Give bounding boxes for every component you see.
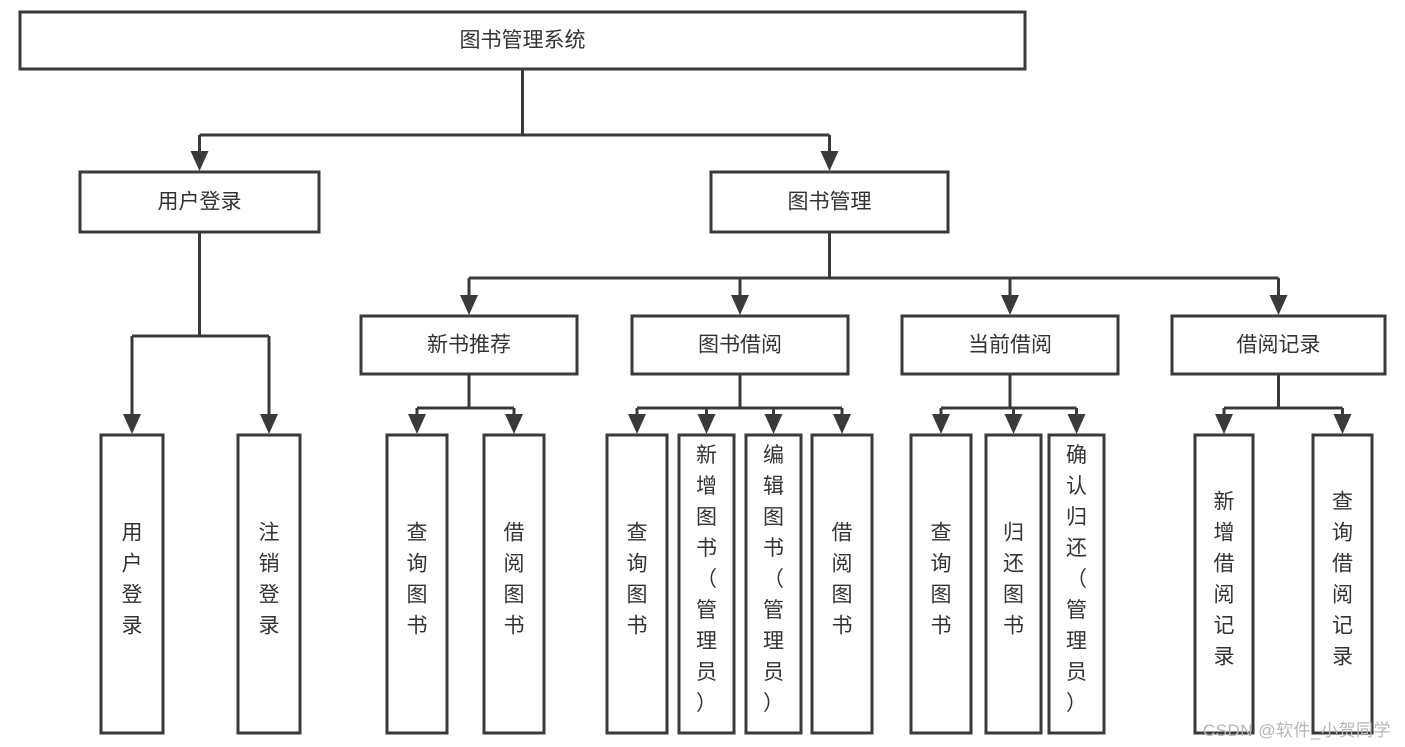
node-leaf-logout[interactable]: 注销登录	[236, 433, 302, 735]
node-leaf-edit-book-admin[interactable]: 编辑图书（管理员）	[744, 433, 803, 735]
node-box-book-management	[709, 170, 950, 234]
node-label-leaf-return-book: 归还图书	[1003, 522, 1024, 638]
arrow-head-new-book-recommend-0	[408, 414, 426, 434]
node-layer: 图书管理系统用户登录图书管理新书推荐图书借阅当前借阅借阅记录用户登录注销登录查询…	[18, 10, 1387, 735]
node-box-book-borrow	[630, 314, 850, 376]
arrow-head-current-borrow-1	[1004, 414, 1023, 434]
node-label-leaf-user-login: 用户登录	[122, 522, 143, 638]
node-box-current-borrow	[900, 314, 1120, 376]
node-book-management[interactable]: 图书管理	[709, 170, 950, 234]
connector-layer	[123, 69, 1352, 434]
node-label-leaf-query-book-current: 查询图书	[931, 522, 952, 638]
node-box-new-book-recommend	[359, 314, 579, 376]
node-label-leaf-confirm-return-admin: 确认归还（管理员）	[1066, 444, 1087, 715]
node-leaf-query-book-current[interactable]: 查询图书	[909, 433, 973, 735]
node-label-current-borrow: 当前借阅	[968, 334, 1052, 357]
node-label-leaf-add-borrow-record: 新增借阅记录	[1214, 491, 1235, 669]
arrow-head-current-borrow-0	[932, 414, 950, 434]
arrow-head-new-book-recommend-1	[505, 414, 523, 434]
node-leaf-confirm-return-admin[interactable]: 确认归还（管理员）	[1047, 433, 1106, 735]
node-box-leaf-query-book-borrow	[605, 433, 669, 735]
node-box-leaf-query-book-current	[909, 433, 973, 735]
node-leaf-borrow-book-recommend[interactable]: 借阅图书	[482, 433, 546, 735]
node-root-system[interactable]: 图书管理系统	[18, 10, 1027, 71]
node-label-leaf-borrow-book-recommend: 借阅图书	[504, 522, 525, 638]
arrow-head-bookmgmt-1	[731, 295, 749, 315]
node-box-leaf-user-login	[99, 433, 165, 735]
watermark-text: CSDN @软件_小贺同学	[1202, 721, 1391, 740]
node-leaf-return-book[interactable]: 归还图书	[984, 433, 1043, 735]
node-box-leaf-return-book	[984, 433, 1043, 735]
node-current-borrow[interactable]: 当前借阅	[900, 314, 1120, 376]
arrow-head-bookmgmt-0	[460, 295, 478, 315]
node-box-leaf-borrow-book-recommend	[482, 433, 546, 735]
node-leaf-query-book-recommend[interactable]: 查询图书	[385, 433, 449, 735]
arrow-head-book-borrow-0	[628, 414, 646, 434]
arrow-head-book-borrow-1	[697, 414, 716, 434]
node-new-book-recommend[interactable]: 新书推荐	[359, 314, 579, 376]
node-label-leaf-query-borrow-record: 查询借阅记录	[1332, 491, 1353, 669]
node-book-borrow[interactable]: 图书借阅	[630, 314, 850, 376]
node-leaf-add-borrow-record[interactable]: 新增借阅记录	[1193, 433, 1255, 735]
node-label-user-login: 用户登录	[158, 191, 242, 214]
node-leaf-user-login[interactable]: 用户登录	[99, 433, 165, 735]
arrow-head-root-1	[820, 151, 839, 171]
node-label-book-borrow: 图书借阅	[698, 334, 782, 357]
node-box-borrow-record	[1170, 314, 1387, 376]
node-label-leaf-edit-book-admin: 编辑图书（管理员）	[763, 444, 784, 715]
node-box-leaf-logout	[236, 433, 302, 735]
arrow-head-user-login-0	[123, 414, 141, 434]
arrow-head-root-0	[190, 151, 209, 171]
node-box-leaf-confirm-return-admin	[1047, 433, 1106, 735]
node-box-leaf-add-borrow-record	[1193, 433, 1255, 735]
node-label-leaf-logout: 注销登录	[259, 522, 280, 638]
node-leaf-borrow-book-borrow[interactable]: 借阅图书	[810, 433, 874, 735]
node-label-borrow-record: 借阅记录	[1237, 334, 1321, 357]
node-box-leaf-borrow-book-borrow	[810, 433, 874, 735]
arrow-head-user-login-1	[260, 414, 278, 434]
node-borrow-record[interactable]: 借阅记录	[1170, 314, 1387, 376]
node-user-login[interactable]: 用户登录	[78, 170, 321, 234]
node-leaf-query-book-borrow[interactable]: 查询图书	[605, 433, 669, 735]
arrow-head-book-borrow-3	[833, 414, 851, 434]
node-leaf-query-borrow-record[interactable]: 查询借阅记录	[1311, 433, 1374, 735]
node-box-leaf-edit-book-admin	[744, 433, 803, 735]
node-label-leaf-borrow-book-borrow: 借阅图书	[832, 522, 853, 638]
node-label-new-book-recommend: 新书推荐	[427, 334, 511, 357]
node-box-user-login	[78, 170, 321, 234]
arrow-head-borrow-record-0	[1215, 414, 1233, 434]
arrow-head-bookmgmt-2	[1001, 295, 1019, 315]
arrow-head-current-borrow-2	[1067, 414, 1086, 434]
node-label-book-management: 图书管理	[788, 191, 872, 214]
node-label-leaf-add-book-admin: 新增图书（管理员）	[696, 444, 717, 715]
arrow-head-borrow-record-1	[1333, 414, 1352, 434]
node-label-root-system: 图书管理系统	[460, 29, 586, 52]
node-leaf-add-book-admin[interactable]: 新增图书（管理员）	[677, 433, 736, 735]
node-box-leaf-query-borrow-record	[1311, 433, 1374, 735]
arrow-head-bookmgmt-3	[1269, 295, 1288, 315]
node-box-leaf-add-book-admin	[677, 433, 736, 735]
node-box-leaf-query-book-recommend	[385, 433, 449, 735]
arrow-head-book-borrow-2	[764, 414, 783, 434]
node-label-leaf-query-book-borrow: 查询图书	[627, 522, 648, 638]
node-label-leaf-query-book-recommend: 查询图书	[407, 522, 428, 638]
node-box-root-system	[18, 10, 1027, 71]
